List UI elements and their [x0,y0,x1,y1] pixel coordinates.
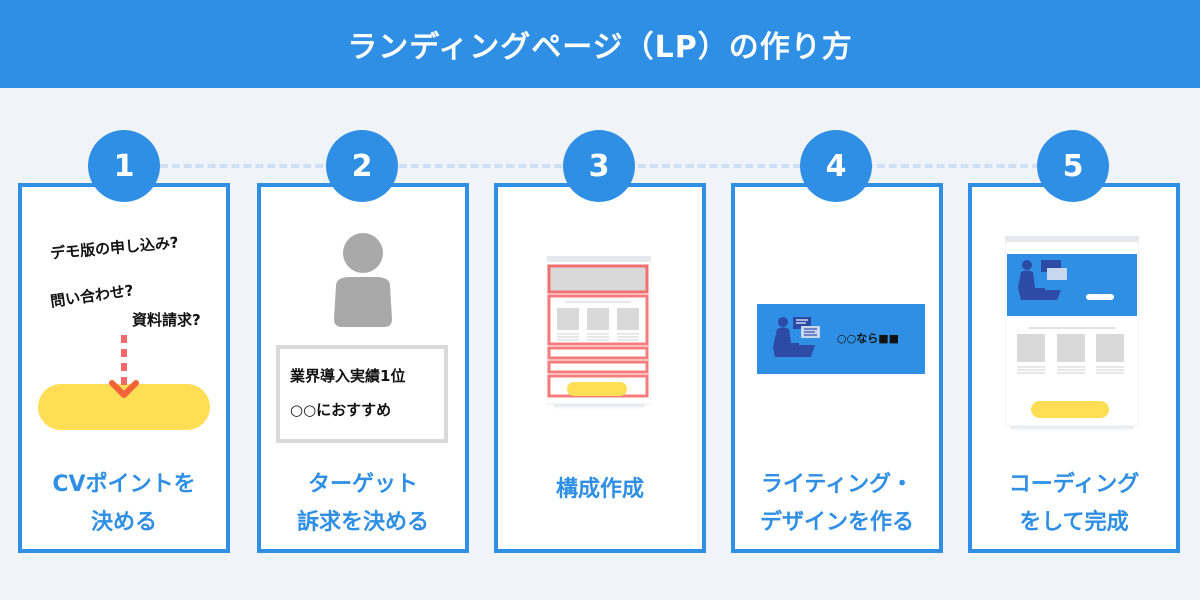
step-number-1: 1 [88,130,160,202]
banner-mockup: ○○なら■■ [757,304,925,374]
page-title: ランディングページ（LP）の作り方 [347,30,853,65]
step-label-1-line1: CVポイントを [52,472,196,497]
chat-bubbles-icon [793,317,820,338]
header-bar: ランディングページ（LP）の作り方 [0,0,1200,88]
appeal-box: 業界導入実績1位 ○○におすすめ [276,345,448,443]
step-label-4-line2: デザインを作る [759,510,914,535]
step-label-2-line2: 訴求を決める [296,510,429,535]
step-label-4-line1: ライティング・ [760,472,914,497]
step-card-2: 業界導入実績1位 ○○におすすめ ターゲット 訴求を決める [257,183,469,553]
person-at-laptop-icon [773,317,815,357]
step-label-2-line1: ターゲット [307,472,418,497]
step-label-1-line2: 決める [90,510,157,535]
step-label-5-line2: をして完成 [1019,510,1129,535]
step-label-3: 構成作成 [555,477,644,502]
appeal-line-2: ○○におすすめ [290,401,392,419]
question-inquiry: 問い合わせ? [49,281,135,311]
step-label-5-line1: コーディング [1008,472,1140,497]
question-materials: 資料請求? [132,311,201,329]
wireframe-lp-icon [547,256,651,412]
step-number-3: 3 [563,130,635,202]
person-icon [334,233,392,327]
completed-lp-mockup-icon [1005,236,1139,434]
step-number-2: 2 [326,130,398,202]
banner-headline: ○○なら■■ [837,332,899,345]
step-number-5: 5 [1037,130,1109,202]
question-demo: デモ版の申し込み? [49,233,180,263]
step-number-4: 4 [800,130,872,202]
step-card-3: 構成作成 [494,183,706,553]
appeal-line-1: 業界導入実績1位 [290,367,406,385]
dashed-arrow-down-icon [109,335,139,398]
step-card-1: デモ版の申し込み? 問い合わせ? 資料請求? CVポイントを 決める [18,183,230,553]
step-card-5: コーディング をして完成 [968,183,1180,553]
step-card-4: ○○なら■■ ライティング・ デザインを作る [731,183,943,553]
